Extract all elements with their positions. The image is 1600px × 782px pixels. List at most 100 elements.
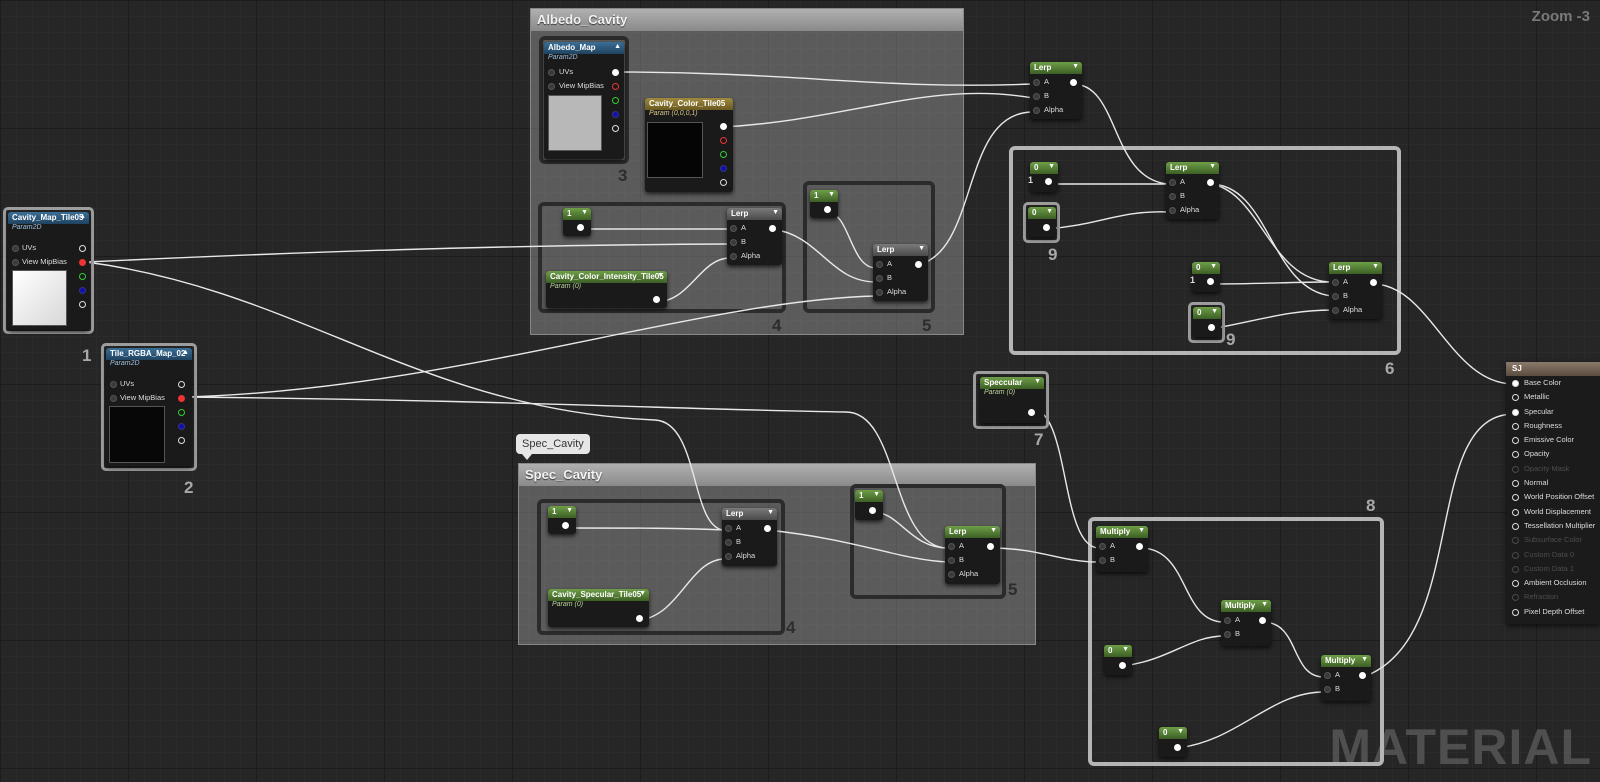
node-const-6b[interactable]: 0▼: [1028, 207, 1056, 237]
node-lerp-albedo-5[interactable]: Lerp▼ A B Alpha: [873, 244, 928, 301]
input-pin-uvs[interactable]: [548, 69, 555, 76]
node-const-albedo-5[interactable]: 1▼: [810, 190, 838, 218]
output-pin[interactable]: [636, 615, 643, 622]
result-input-row[interactable]: Base Color: [1506, 376, 1600, 390]
input-pin-alpha[interactable]: [725, 553, 732, 560]
input-pin-a[interactable]: [730, 225, 737, 232]
result-input-pin[interactable]: [1512, 608, 1519, 616]
output-pin[interactable]: [1174, 744, 1181, 751]
output-pin-r[interactable]: [612, 83, 619, 90]
output-pin[interactable]: [987, 543, 994, 550]
output-pin[interactable]: [869, 507, 876, 514]
input-pin-uvs[interactable]: [110, 381, 117, 388]
result-input-pin[interactable]: [1512, 494, 1519, 502]
collapse-arrow-icon[interactable]: ▼: [1034, 378, 1041, 385]
input-pin-b[interactable]: [1169, 193, 1176, 200]
input-pin-a[interactable]: [1033, 79, 1040, 86]
input-pin-b[interactable]: [1332, 293, 1339, 300]
output-pin-rgb[interactable]: [720, 123, 727, 130]
collapse-arrow-icon[interactable]: ▼: [990, 527, 997, 534]
collapse-arrow-icon[interactable]: ▼: [566, 507, 573, 514]
result-input-row[interactable]: Refraction: [1506, 590, 1600, 604]
output-pin[interactable]: [577, 224, 584, 231]
output-pin[interactable]: [1207, 278, 1214, 285]
node-lerp-albedo-4[interactable]: Lerp▼ A B Alpha: [727, 208, 782, 265]
output-pin-b[interactable]: [178, 423, 185, 430]
output-pin-g[interactable]: [79, 273, 86, 280]
output-pin-a[interactable]: [612, 125, 619, 132]
node-cavity-specular[interactable]: Cavity_Specular_Tile05▼ Param (0): [548, 589, 649, 627]
result-input-row[interactable]: World Position Offset: [1506, 490, 1600, 504]
output-pin-g[interactable]: [178, 409, 185, 416]
output-pin-b[interactable]: [79, 287, 86, 294]
output-pin[interactable]: [1136, 543, 1143, 550]
node-const-spec-4[interactable]: 1▼: [548, 506, 576, 534]
collapse-arrow-icon[interactable]: ▼: [581, 209, 588, 216]
result-input-pin[interactable]: [1512, 394, 1519, 402]
result-input-pin[interactable]: [1512, 522, 1519, 530]
input-pin-a[interactable]: [876, 261, 883, 268]
node-speccular-param[interactable]: Speccular▼ Param (0): [980, 377, 1044, 423]
input-pin-a[interactable]: [1099, 543, 1106, 550]
output-pin[interactable]: [1259, 617, 1266, 624]
result-input-pin[interactable]: [1512, 437, 1519, 445]
result-input-pin[interactable]: [1512, 537, 1519, 545]
output-pin[interactable]: [769, 225, 776, 232]
input-pin-a[interactable]: [1169, 179, 1176, 186]
node-multiply-3[interactable]: Multiply▼ A B: [1321, 655, 1371, 701]
input-pin-b[interactable]: [1033, 93, 1040, 100]
result-input-row[interactable]: World Displacement: [1506, 505, 1600, 519]
collapse-arrow-icon[interactable]: ▼: [639, 590, 646, 597]
collapse-arrow-icon[interactable]: ▼: [1209, 163, 1216, 170]
input-pin-b[interactable]: [730, 239, 737, 246]
collapse-arrow-icon[interactable]: ▲: [614, 43, 621, 50]
node-cavity-map[interactable]: Cavity_Map_Tile05▲ Param2D UVs View MipB…: [8, 212, 89, 330]
result-input-row[interactable]: Tessellation Multiplier: [1506, 519, 1600, 533]
input-pin-b[interactable]: [1324, 686, 1331, 693]
result-input-row[interactable]: Specular: [1506, 405, 1600, 419]
output-pin[interactable]: [824, 206, 831, 213]
input-pin-a[interactable]: [1332, 279, 1339, 286]
result-input-row[interactable]: Subsurface Color: [1506, 533, 1600, 547]
output-pin-a[interactable]: [720, 179, 727, 186]
result-input-row[interactable]: Emissive Color: [1506, 433, 1600, 447]
output-pin-r[interactable]: [79, 259, 86, 266]
input-pin-alpha[interactable]: [1332, 307, 1339, 314]
node-lerp-spec-4[interactable]: Lerp▼ A B Alpha: [722, 508, 777, 566]
node-albedo-map[interactable]: Albedo_Map▲ Param2D UVs View MipBias: [544, 42, 624, 159]
result-input-pin[interactable]: [1512, 451, 1519, 459]
output-pin[interactable]: [562, 522, 569, 529]
input-pin-a[interactable]: [1224, 617, 1231, 624]
result-input-pin[interactable]: [1512, 580, 1519, 588]
input-pin-mipbias[interactable]: [12, 259, 19, 266]
output-pin[interactable]: [653, 296, 660, 303]
result-input-row[interactable]: Roughness: [1506, 419, 1600, 433]
result-input-pin[interactable]: [1512, 480, 1519, 488]
input-pin-uvs[interactable]: [12, 245, 19, 252]
node-cavity-intensity[interactable]: Cavity_Color_Intensity_Tile05▼ Param (0): [546, 271, 667, 308]
collapse-arrow-icon[interactable]: ▼: [1372, 263, 1379, 270]
output-pin[interactable]: [764, 525, 771, 532]
input-pin-alpha[interactable]: [1033, 107, 1040, 114]
collapse-arrow-icon[interactable]: ▼: [1261, 601, 1268, 608]
input-pin-a[interactable]: [725, 525, 732, 532]
collapse-arrow-icon[interactable]: ▼: [1361, 656, 1368, 663]
result-input-pin[interactable]: [1512, 380, 1519, 387]
result-input-pin[interactable]: [1512, 465, 1519, 473]
output-pin-r[interactable]: [720, 137, 727, 144]
collapse-arrow-icon[interactable]: ▼: [1210, 263, 1217, 270]
output-pin-rgb[interactable]: [79, 245, 86, 252]
output-pin[interactable]: [1370, 279, 1377, 286]
collapse-arrow-icon[interactable]: ▼: [657, 272, 664, 279]
node-lerp-spec-5[interactable]: Lerp▼ A B Alpha: [945, 526, 1000, 584]
output-pin-r[interactable]: [178, 395, 185, 402]
result-input-row[interactable]: Opacity: [1506, 447, 1600, 461]
node-const-6a[interactable]: 0▼ 1: [1028, 162, 1058, 192]
comment-bubble[interactable]: Spec_Cavity: [516, 434, 590, 460]
node-const-8b[interactable]: 0▼: [1159, 727, 1187, 757]
output-pin-b[interactable]: [720, 165, 727, 172]
node-const-spec-5[interactable]: 1▼: [855, 490, 883, 520]
collapse-arrow-icon[interactable]: ▼: [1048, 163, 1055, 170]
input-pin-alpha[interactable]: [876, 289, 883, 296]
